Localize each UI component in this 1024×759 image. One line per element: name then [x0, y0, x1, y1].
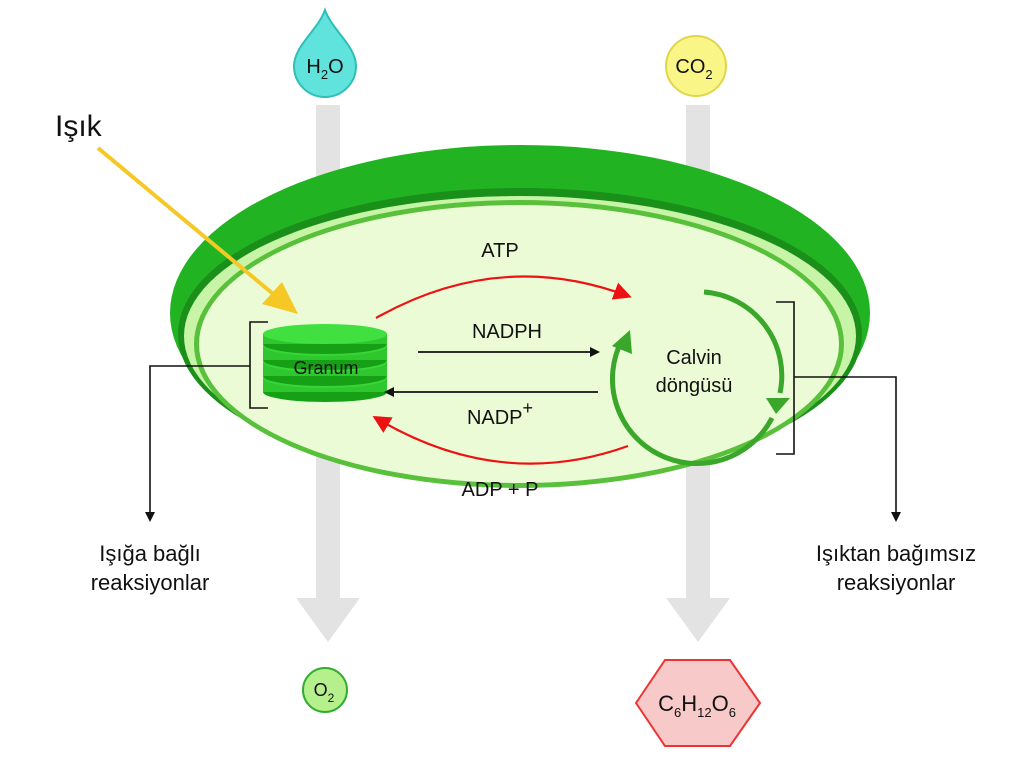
glucose-formula-c: C [658, 691, 674, 716]
glucose-formula-h: H [681, 691, 697, 716]
stroma [199, 205, 839, 483]
granum-label: Granum [293, 358, 358, 378]
o2-circle-icon [302, 667, 348, 713]
nadp-label: NADP+ [467, 398, 533, 429]
glucose-formula-o-sub: 6 [729, 705, 736, 720]
atp-arrow [375, 275, 632, 319]
co2-formula-sub: 2 [705, 67, 712, 82]
glucose-formula: C6H12O6 [658, 691, 736, 720]
calvin-cycle-icon [610, 289, 790, 467]
o2-formula: O2 [314, 680, 335, 705]
glucose-hexagon-icon [634, 659, 762, 747]
light-dependent-bracket [145, 321, 268, 522]
light-arrow [96, 146, 298, 314]
light-independent-label-line1: Işıktan bağımsız [816, 541, 976, 566]
water-formula-sub: 2 [321, 67, 328, 82]
water-formula: H2O [306, 56, 343, 82]
atp-label: ATP [481, 240, 518, 262]
granum-stack [263, 324, 387, 402]
light-dependent-label-line2: reaksiyonlar [91, 570, 210, 595]
calvin-cycle-label-line2: döngüsü [656, 375, 733, 397]
co2-formula-main: CO [675, 56, 705, 78]
adp-arrow [372, 415, 629, 465]
adp-label: ADP + P [462, 479, 539, 501]
co2-formula: CO2 [675, 56, 712, 82]
glucose-formula-o: O [712, 691, 729, 716]
glucose-formula-c-sub: 6 [674, 705, 681, 720]
water-formula-h: H [306, 56, 320, 78]
glucose-formula-h-sub: 12 [697, 705, 711, 720]
nadp-label-main: NADP [467, 407, 523, 429]
light-dependent-label-line1: Işığa bağlı [99, 541, 201, 566]
co2-circle-icon [665, 35, 727, 97]
chloroplast [170, 145, 870, 488]
water-drop-icon [292, 6, 358, 98]
o2-formula-sub: 2 [328, 691, 335, 705]
light-independent-bracket [776, 301, 901, 522]
nadp-label-sup: + [523, 398, 534, 418]
water-formula-o: O [328, 56, 344, 78]
o2-formula-main: O [314, 680, 328, 700]
calvin-cycle-label-line1: Calvin [666, 347, 722, 369]
light-independent-label-line2: reaksiyonlar [837, 570, 956, 595]
light-label: Işık [55, 110, 103, 143]
nadph-label: NADPH [472, 321, 542, 343]
